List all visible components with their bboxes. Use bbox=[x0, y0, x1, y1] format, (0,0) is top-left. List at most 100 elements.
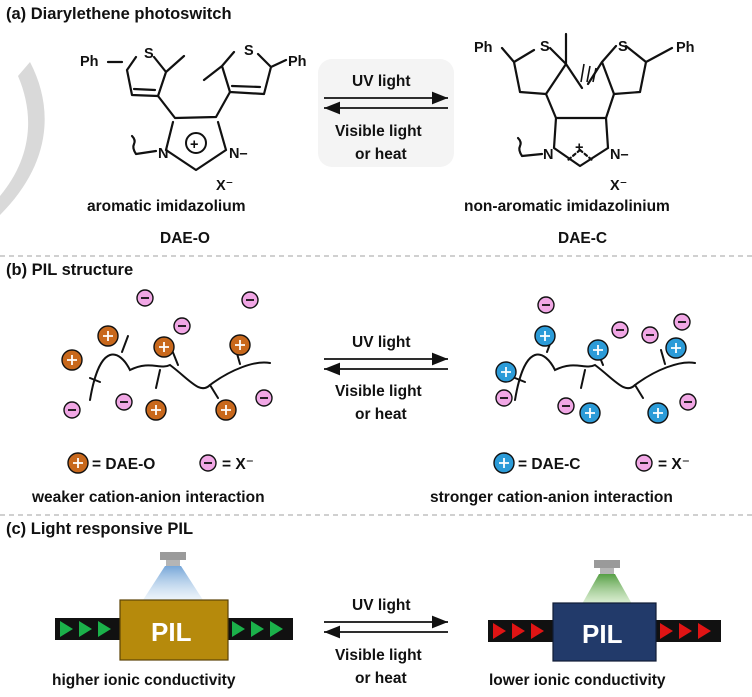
anion-right-5 bbox=[679, 393, 697, 411]
cation-dae-c-4 bbox=[579, 402, 601, 424]
hashed-wedge bbox=[580, 63, 597, 83]
cation-dae-o-2 bbox=[229, 334, 251, 356]
pil-block-right bbox=[552, 602, 657, 662]
green-arrow-1 bbox=[79, 621, 92, 637]
cation-dae-o-4 bbox=[145, 399, 167, 421]
dae-o-caption: aromatic imidazolium bbox=[87, 198, 245, 215]
legend-cation-dae-c-icon bbox=[493, 452, 515, 474]
panel-c-header: (c) Light responsive PIL bbox=[6, 520, 193, 538]
red-arrow-4 bbox=[679, 623, 692, 639]
legend-anion-right-icon bbox=[635, 454, 653, 472]
green-arrows bbox=[60, 621, 283, 637]
cation-dae-c-1 bbox=[587, 339, 609, 361]
nitrogen-right-c1: N bbox=[543, 147, 553, 163]
dae-o-name: DAE-O bbox=[160, 230, 210, 247]
anion-right: X⁻ bbox=[610, 178, 627, 194]
decorative-swoosh bbox=[0, 62, 45, 215]
nonaromatic-plus-sign: + bbox=[575, 140, 583, 156]
green-arrow-0 bbox=[60, 621, 73, 637]
anion-left-1 bbox=[241, 291, 259, 309]
anion-right-4 bbox=[557, 397, 575, 415]
ph-label-right-1: Ph bbox=[474, 40, 493, 56]
cation-dae-c-2 bbox=[665, 337, 687, 359]
green-arrow-2 bbox=[98, 621, 111, 637]
cation-dae-c-3 bbox=[495, 361, 517, 383]
legend-left-cation-text: = DAE-O bbox=[92, 456, 155, 473]
anion-left-2 bbox=[173, 317, 191, 335]
anion-left: X⁻ bbox=[216, 178, 233, 194]
sulfur-left-1: S bbox=[144, 46, 154, 62]
red-arrow-0 bbox=[493, 623, 506, 639]
legend-right-cation-text: = DAE-C bbox=[518, 456, 580, 473]
device-right: PIL bbox=[488, 560, 721, 662]
anion-left-0 bbox=[136, 289, 154, 307]
cation-dae-o-1 bbox=[153, 336, 175, 358]
red-arrow-3 bbox=[660, 623, 673, 639]
ions-right bbox=[495, 296, 697, 424]
cation-dae-o-3 bbox=[61, 349, 83, 371]
dae-c-caption: non-aromatic imidazolinium bbox=[464, 198, 670, 215]
uv-lamp bbox=[160, 552, 186, 560]
sulfur-left-2: S bbox=[244, 43, 254, 59]
cation-dae-c-5 bbox=[647, 402, 669, 424]
green-arrow-3 bbox=[232, 621, 245, 637]
red-arrows bbox=[493, 623, 711, 639]
reaction-box-a bbox=[318, 59, 454, 167]
anion-left-3 bbox=[63, 401, 81, 419]
visible-lamp bbox=[594, 560, 620, 568]
cation-dae-o-0 bbox=[97, 325, 119, 347]
panel-a: (a) Diarylethene photoswitch Ph Ph S S +… bbox=[6, 5, 695, 247]
panel-b: (b) PIL structure UV light Visible light… bbox=[6, 261, 697, 506]
legend-b bbox=[67, 452, 653, 474]
arrow-a-bottom-1: Visible light bbox=[335, 123, 422, 140]
cation-dae-o-5 bbox=[215, 399, 237, 421]
lower-conductivity-caption: lower ionic conductivity bbox=[489, 672, 666, 689]
arrow-c-top: UV light bbox=[352, 597, 411, 614]
polymer-attachment-squiggle bbox=[130, 134, 158, 156]
arrow-a-top: UV light bbox=[352, 73, 411, 90]
red-arrow-1 bbox=[512, 623, 525, 639]
panel-a-header: (a) Diarylethene photoswitch bbox=[6, 5, 232, 23]
polymer-chain-left bbox=[89, 353, 271, 401]
anion-left-4 bbox=[115, 393, 133, 411]
legend-anion-left-icon bbox=[199, 454, 217, 472]
red-arrow-5 bbox=[698, 623, 711, 639]
anion-right-3 bbox=[495, 389, 513, 407]
nitrogen-right-c2: N– bbox=[610, 147, 629, 163]
dae-c-structure: Ph Ph S S + N N– X⁻ bbox=[474, 32, 695, 194]
weaker-interaction-caption: weaker cation-anion interaction bbox=[31, 489, 265, 506]
ph-label-left-2: Ph bbox=[288, 54, 307, 70]
aromatic-plus-ring bbox=[185, 132, 207, 154]
ph-label-right-2: Ph bbox=[676, 40, 695, 56]
polymer-chain-right bbox=[514, 353, 696, 401]
red-arrow-2 bbox=[531, 623, 544, 639]
sulfur-right-1: S bbox=[540, 39, 550, 55]
legend-right-anion-text: = X⁻ bbox=[658, 456, 690, 473]
arrow-b-bottom-2: or heat bbox=[355, 406, 407, 423]
anion-right-1 bbox=[611, 321, 629, 339]
nitrogen-left: N bbox=[158, 146, 168, 162]
ions-left bbox=[61, 289, 273, 421]
dae-o-structure: Ph Ph S S + N N– X⁻ bbox=[80, 43, 307, 194]
device-left: PIL bbox=[55, 552, 293, 661]
arrow-b-bottom-1: Visible light bbox=[335, 383, 422, 400]
legend-cation-dae-o-icon bbox=[67, 452, 89, 474]
legend-left-anion-text: = X⁻ bbox=[222, 456, 254, 473]
pil-block-left bbox=[119, 599, 229, 661]
arrow-a-bottom-2: or heat bbox=[355, 146, 407, 163]
nitrogen-right: N– bbox=[229, 146, 248, 162]
ph-label-left-1: Ph bbox=[80, 54, 99, 70]
green-arrow-4 bbox=[251, 621, 264, 637]
arrow-c-bottom-1: Visible light bbox=[335, 647, 422, 664]
panel-b-header: (b) PIL structure bbox=[6, 261, 133, 279]
uv-beam bbox=[143, 566, 203, 600]
dae-c-name: DAE-C bbox=[558, 230, 607, 247]
pil-label-right: PIL bbox=[582, 619, 623, 649]
anion-right-6 bbox=[641, 326, 659, 344]
visible-beam bbox=[582, 574, 632, 604]
cation-dae-c-0 bbox=[534, 325, 556, 347]
panel-c: (c) Light responsive PIL PIL UV light Vi… bbox=[6, 520, 721, 689]
anion-right-0 bbox=[537, 296, 555, 314]
stronger-interaction-caption: stronger cation-anion interaction bbox=[430, 489, 673, 506]
